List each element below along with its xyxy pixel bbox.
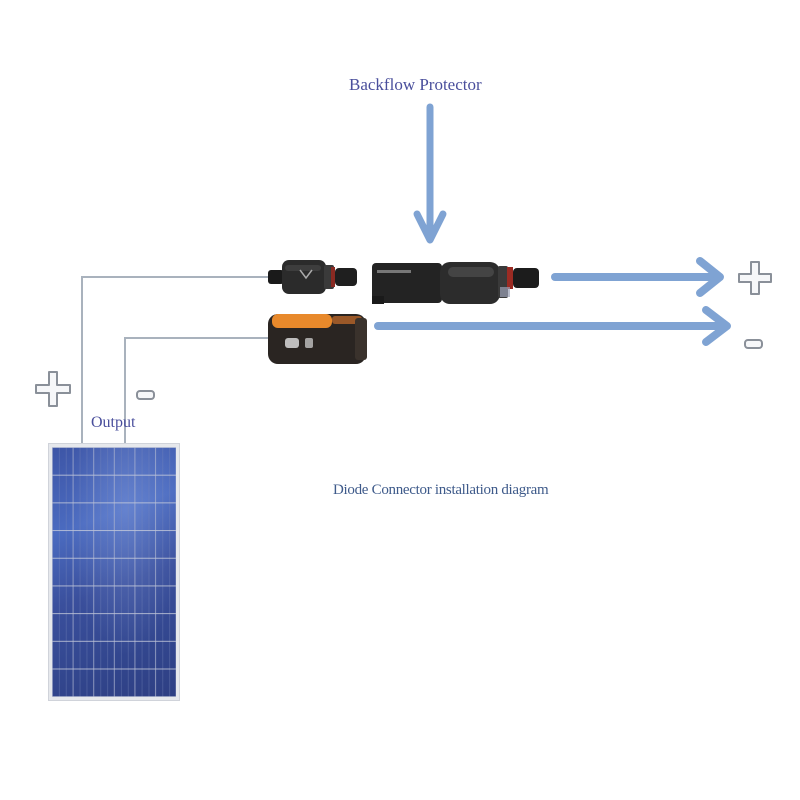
male-connector-icon xyxy=(268,260,357,294)
backflow-protector-label: Backflow Protector xyxy=(349,75,482,94)
solar-panel xyxy=(49,444,179,700)
solar-panel-cells xyxy=(52,447,176,697)
minus-icon-output xyxy=(744,339,763,349)
female-connector-icon xyxy=(268,314,367,364)
diagram-caption: Diode Connector installation diagram xyxy=(333,482,549,498)
negative-output-arrow-icon xyxy=(374,306,731,346)
positive-output-arrow-icon xyxy=(551,257,724,297)
plus-icon-output xyxy=(738,261,772,295)
plus-icon-panel xyxy=(35,371,71,407)
down-arrow-icon xyxy=(413,103,447,244)
panel-wires xyxy=(81,276,272,444)
output-label: Output xyxy=(91,414,136,431)
minus-icon-panel xyxy=(136,390,155,400)
backflow-protector-icon xyxy=(372,262,539,304)
positive-wire xyxy=(81,276,272,444)
negative-wire xyxy=(124,337,272,444)
